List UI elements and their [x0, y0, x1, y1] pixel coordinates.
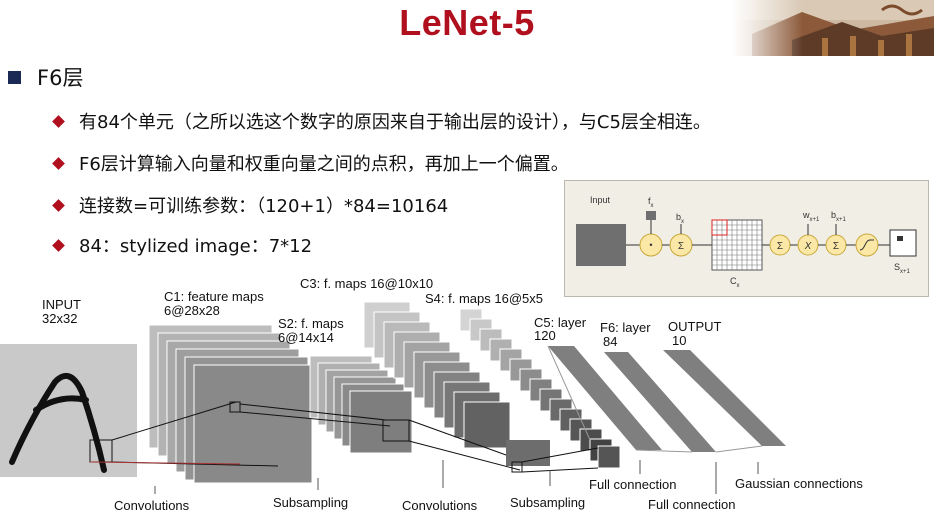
sum-symbol: Σ	[777, 241, 783, 252]
connector	[111, 401, 237, 441]
b2-label: bx+1	[831, 210, 847, 223]
output-box	[889, 229, 917, 257]
fx-kernel	[646, 211, 656, 220]
diamond-bullet-icon	[52, 114, 65, 128]
diamond-bullet-icon	[52, 198, 65, 212]
connector	[239, 411, 391, 427]
section-heading: F6层	[8, 62, 83, 92]
subsampling-diagram: Input • fx Σ bx Cx Σ X wx+1 Σ bx+1 Sx+1	[564, 180, 929, 297]
cx-label: Cx	[730, 276, 740, 289]
letter-a-bar	[33, 395, 89, 413]
c1-label: C1: feature maps	[164, 289, 264, 304]
op-conv2: Convolutions	[402, 498, 478, 513]
connector	[408, 440, 521, 471]
bullet-text: 84：stylized image：7*12	[79, 236, 313, 257]
c3-feature-maps	[363, 301, 511, 449]
section-label: F6层	[37, 66, 84, 90]
input-image	[0, 344, 137, 477]
c1-size: 6@28x28	[164, 303, 220, 318]
sum-symbol: Σ	[678, 241, 684, 252]
input-size: 32x32	[42, 311, 77, 326]
op-full2: Full connection	[648, 497, 735, 512]
c5-label: C5: layer	[534, 315, 587, 330]
s2-size: 6@14x14	[278, 330, 334, 345]
f6-size: 84	[603, 334, 617, 349]
s-label: Sx+1	[894, 262, 911, 275]
letter-a-stroke	[9, 372, 107, 473]
lenet-architecture-diagram: INPUT 32x32 C1: feature maps 6@28x28 S2:…	[0, 276, 863, 513]
c3-label: C3: f. maps 16@10x10	[300, 276, 433, 291]
connector	[715, 445, 763, 453]
bullet-item: F6层计算输入向量和权重向量之间的点积，再加上一个偏置。	[52, 150, 569, 176]
square-bullet-icon	[8, 70, 21, 84]
s2-label: S2: f. maps	[278, 316, 344, 331]
bullet-item: 84：stylized image：7*12	[52, 232, 312, 258]
f6-label: F6: layer	[600, 320, 651, 335]
diamond-bullet-icon	[52, 238, 65, 252]
connector	[239, 403, 387, 421]
output-layer-band	[663, 350, 786, 446]
s4-label: S4: f. maps 16@5x5	[425, 291, 543, 306]
connector	[635, 449, 693, 453]
diamond-bullet-icon	[52, 156, 65, 170]
temple-roof-image	[732, 0, 934, 56]
connector	[408, 419, 521, 461]
bullet-item: 有84个单元（之所以选这个数字的原因来自于输出层的设计），与C5层全相连。	[52, 108, 711, 134]
bullet-text: 连接数=可训练参数：（120+1）*84=10164	[79, 196, 449, 217]
output-cell	[897, 236, 903, 241]
operation-ticks	[154, 460, 759, 494]
times-symbol: X	[804, 241, 812, 252]
input-label: INPUT	[42, 297, 81, 312]
input-block	[576, 224, 626, 266]
c1-window	[229, 401, 241, 413]
op-gauss: Gaussian connections	[735, 476, 863, 491]
slide-title: LeNet-5	[399, 2, 535, 43]
w-label: wx+1	[802, 210, 820, 223]
bullet-text: 有84个单元（之所以选这个数字的原因来自于输出层的设计），与C5层全相连。	[79, 112, 711, 133]
fx-label: fx	[648, 196, 654, 209]
output-label: OUTPUT	[668, 319, 722, 334]
s4-window	[511, 461, 523, 473]
c5-layer-band	[548, 346, 662, 450]
op-full1: Full connection	[589, 477, 676, 492]
sigmoid-icon	[859, 239, 874, 251]
op-sub2: Subsampling	[510, 495, 585, 510]
sum-symbol: Σ	[833, 241, 839, 252]
sigmoid-node	[855, 233, 879, 257]
c5-size: 120	[534, 328, 556, 343]
connector	[521, 467, 599, 473]
inset-input-label: Input	[590, 195, 611, 205]
connector	[547, 345, 591, 441]
connector	[521, 447, 599, 463]
f6-layer-band	[604, 352, 716, 452]
cx-grid	[711, 219, 763, 271]
c1-feature-maps	[148, 324, 313, 484]
bullet-item: 连接数=可训练参数：（120+1）*84=10164	[52, 192, 448, 218]
connector	[89, 461, 241, 465]
output-size: 10	[672, 333, 686, 348]
op-conv1: Convolutions	[114, 498, 190, 513]
dot-symbol: •	[649, 240, 652, 250]
s2-feature-maps	[309, 355, 413, 454]
bx-label: bx	[676, 212, 684, 225]
bullet-text: F6层计算输入向量和权重向量之间的点积，再加上一个偏置。	[79, 154, 569, 175]
op-sub1: Subsampling	[273, 495, 348, 510]
s4-feature-maps	[459, 308, 621, 469]
s2-window	[382, 419, 410, 442]
